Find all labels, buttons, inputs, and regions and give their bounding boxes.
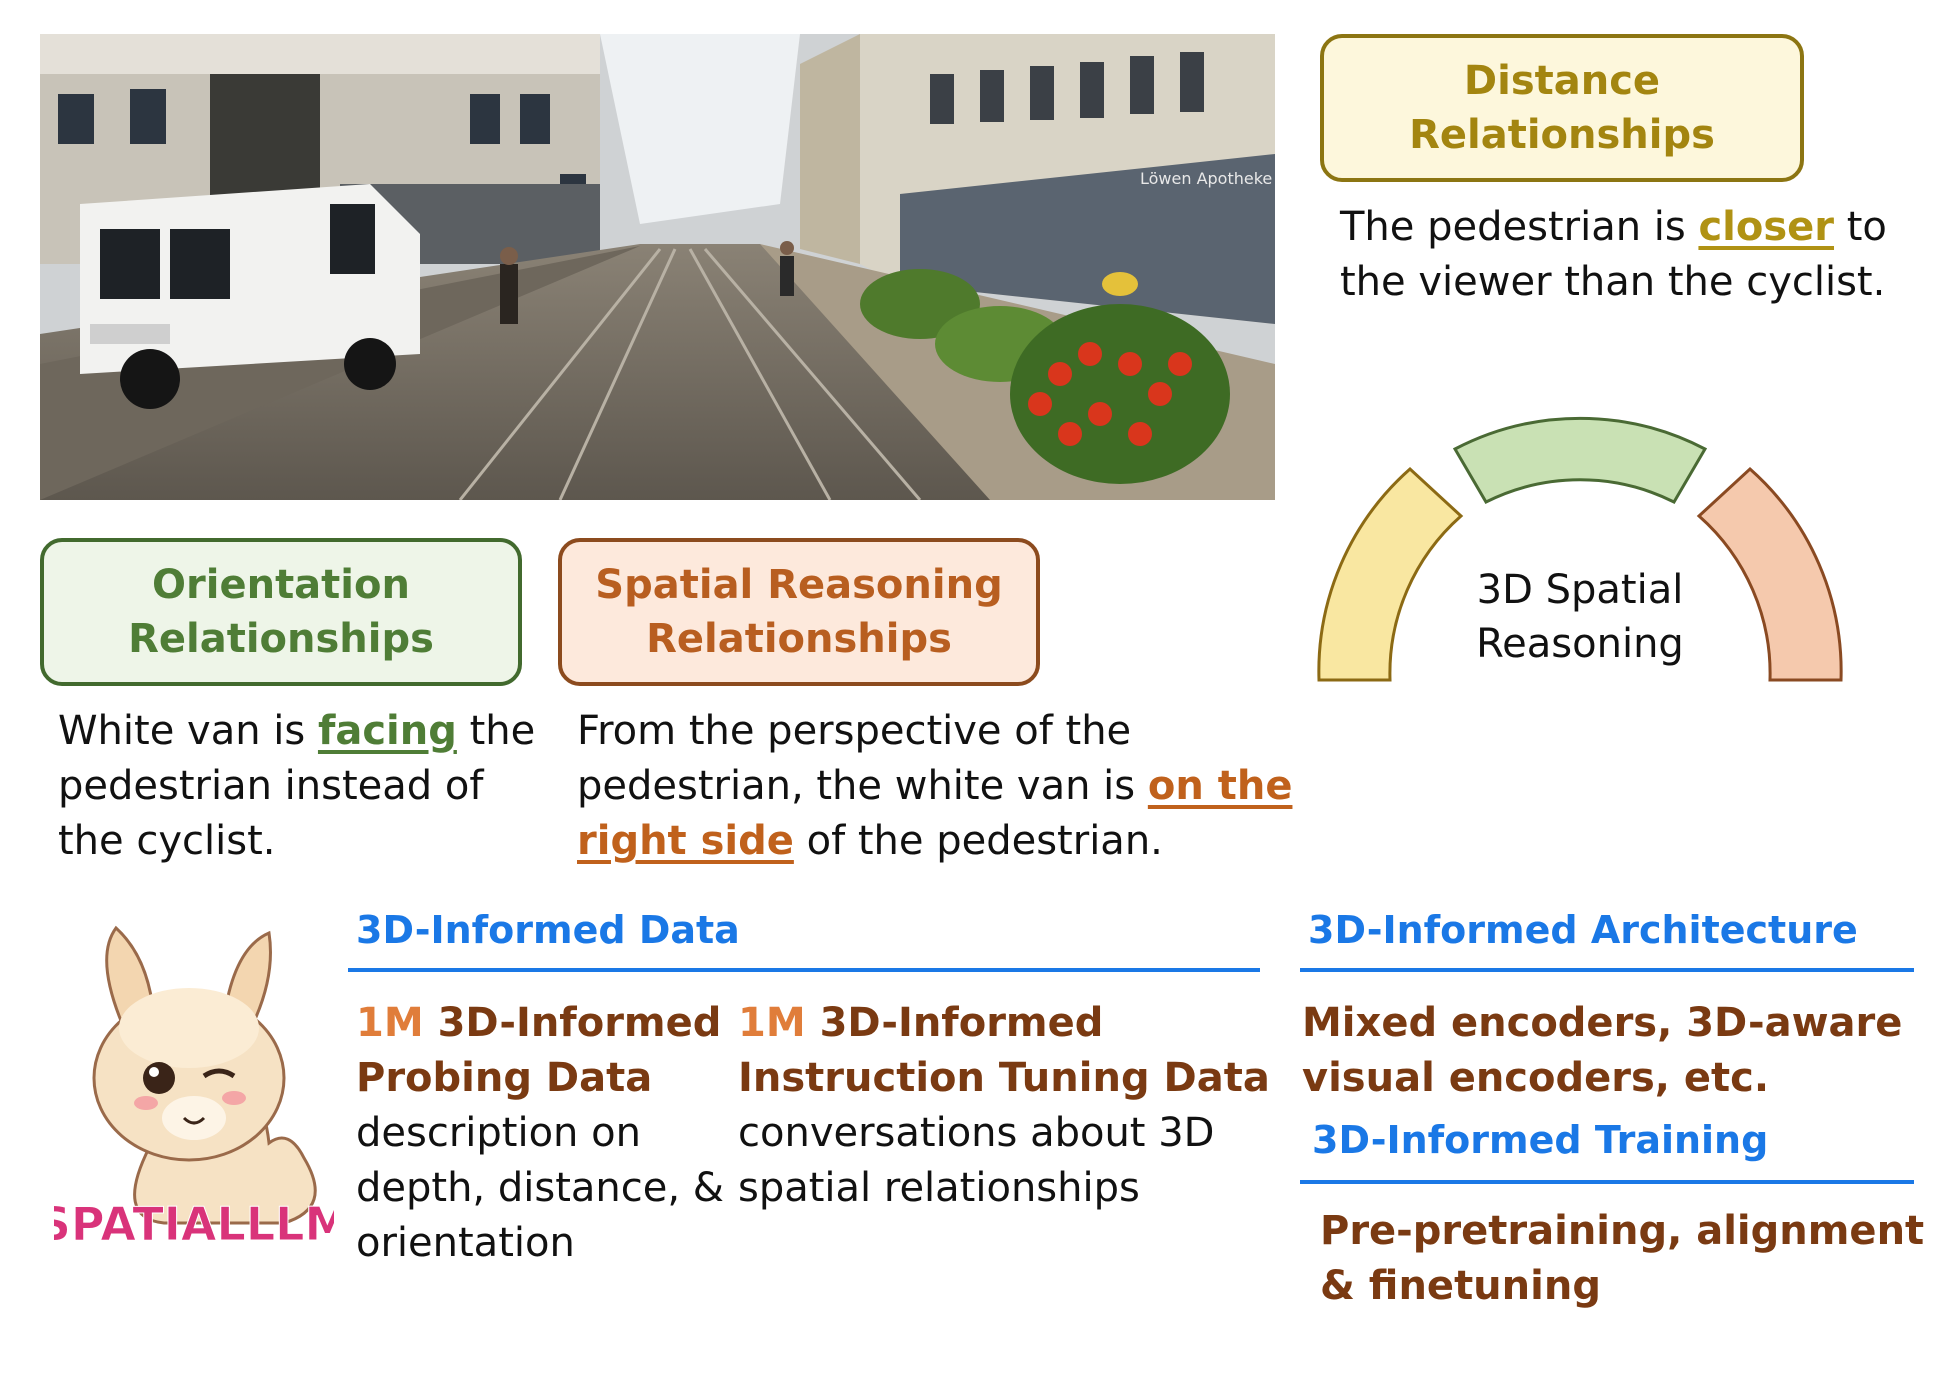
distance-relationships-box: Distance Relationships: [1320, 34, 1804, 182]
data-section-title: 3D-Informed Data: [356, 908, 740, 952]
spatial-desc-before: From the perspective of the pedestrian, …: [577, 708, 1148, 809]
architecture-description: Mixed encoders, 3D-aware visual encoders…: [1302, 1000, 1903, 1101]
orientation-title-line2: Relationships: [128, 616, 434, 662]
arc-center-label: 3D Spatial Reasoning: [1430, 563, 1730, 671]
spatial-keyword: on the right side: [577, 763, 1293, 864]
orientation-desc-before: White van is: [58, 708, 318, 754]
training-section-title: 3D-Informed Training: [1312, 1118, 1769, 1162]
orientation-relationships-box: Orientation Relationships: [40, 538, 522, 686]
spatial-desc-after: of the pedestrian.: [793, 818, 1163, 864]
arc-segment-distance: [1317, 466, 1464, 682]
distance-keyword: closer: [1698, 204, 1835, 250]
architecture-section-divider: [1300, 968, 1914, 972]
spatial-title-line2: Relationships: [646, 616, 952, 662]
arc-segment-spatial: [1696, 466, 1843, 682]
data-section-divider: [348, 968, 1260, 972]
orientation-title-line1: Orientation: [152, 562, 410, 608]
instruction-data-column: 1M 3D-Informed Instruction Tuning Data c…: [738, 996, 1298, 1216]
mascot-name: SPATIALLLM: [54, 1197, 334, 1248]
arc-label-line1: 3D Spatial: [1476, 567, 1684, 613]
instruction-data-heading: 1M 3D-Informed Instruction Tuning Data: [738, 996, 1298, 1106]
distance-title-line1: Distance: [1463, 58, 1661, 104]
arc-label-line2: Reasoning: [1476, 621, 1684, 667]
spatial-description: From the perspective of the pedestrian, …: [577, 704, 1297, 869]
arc-segment-orientation: [1452, 416, 1708, 504]
orientation-keyword: facing: [317, 708, 457, 754]
probing-description: description on depth, distance, & orient…: [356, 1110, 724, 1266]
probing-data-heading: 1M 3D-Informed Probing Data: [356, 996, 736, 1106]
instruction-count: 1M: [738, 1000, 806, 1046]
probing-name: 3D-Informed Probing Data: [356, 1000, 722, 1101]
spatial-reasoning-relationships-box: Spatial Reasoning Relationships: [558, 538, 1040, 686]
probing-data-column: 1M 3D-Informed Probing Data description …: [356, 996, 736, 1271]
architecture-section-title: 3D-Informed Architecture: [1308, 908, 1858, 952]
street-scene-photo: Löwen Apotheke: [40, 34, 1275, 500]
orientation-desc-after: the pedestrian instead of the cyclist.: [58, 708, 536, 864]
distance-description: The pedestrian is closer to the viewer t…: [1340, 200, 1900, 310]
training-description: Pre-pretraining, alignment & finetuning: [1320, 1208, 1925, 1309]
spatial-title-line1: Spatial Reasoning: [595, 562, 1003, 608]
van: [80, 184, 420, 409]
distance-desc-before: The pedestrian is: [1340, 204, 1699, 250]
distance-desc-after: to the viewer than the cyclist.: [1340, 204, 1887, 305]
llama-mascot-logo: SPATIALLLM: [54, 925, 334, 1248]
probing-count: 1M: [356, 1000, 424, 1046]
training-section-divider: [1300, 1180, 1914, 1184]
instruction-description: conversations about 3D spatial relations…: [738, 1110, 1215, 1211]
shop-sign: Löwen Apotheke: [1140, 169, 1272, 188]
distance-title-line2: Relationships: [1409, 112, 1715, 158]
orientation-description: White van is facing the pedestrian inste…: [58, 704, 548, 869]
instruction-name: 3D-Informed Instruction Tuning Data: [738, 1000, 1270, 1101]
spatial-reasoning-arc: [1317, 416, 1843, 682]
